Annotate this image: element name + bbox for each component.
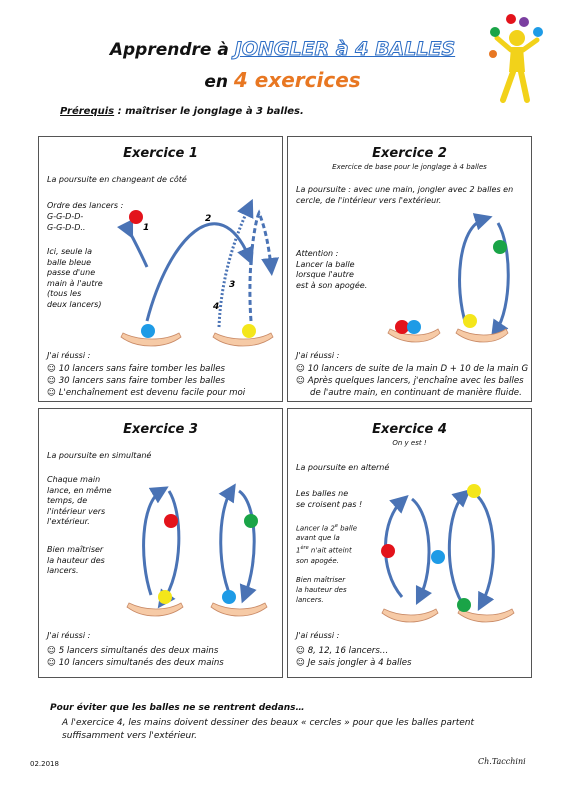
exercise-1-done-label: J'ai réussi :	[47, 351, 91, 360]
ball-red	[129, 210, 143, 224]
ball-red	[381, 544, 395, 558]
exercise-4-done-label: J'ai réussi :	[296, 631, 340, 640]
exercise-4-note-2: Lancer la 2e balle avant que la 1ère n'a…	[296, 523, 358, 565]
arrow-2	[145, 222, 254, 322]
exercise-2-box: Exercice 2 Exercice de base pour le jong…	[287, 136, 532, 402]
prerequisite: Prérequis : maîtriser le jonglage à 3 ba…	[60, 106, 304, 117]
order-label: Ordre des lancers :	[47, 201, 124, 210]
ball-blue	[222, 590, 236, 604]
exercise-2-illustration	[387, 213, 510, 343]
page-subtitle: en 4 exercices	[204, 68, 361, 92]
order-line-2: G-G-D-D..	[47, 223, 86, 232]
exercise-2-checklist: ☺ 10 lancers de suite de la main D + 10 …	[296, 364, 529, 398]
juggler-figure-icon	[489, 14, 543, 103]
arrow-4	[217, 198, 254, 328]
ball-yellow	[467, 484, 481, 498]
exercise-1-desc: La poursuite en changeant de côté	[47, 175, 187, 184]
page-title: Apprendre à JONGLER à 4 BALLES	[109, 38, 456, 61]
exercise-2-done-label: J'ai réussi :	[296, 351, 340, 360]
exercise-4-illustration	[381, 484, 515, 623]
hand-right	[455, 328, 509, 343]
exercise-4-desc: La poursuite en alterné	[296, 463, 390, 472]
arrow-down	[491, 222, 510, 339]
number-4: 4	[212, 302, 219, 312]
ball-yellow	[242, 324, 256, 338]
ball-yellow	[463, 314, 477, 328]
exercise-3-desc: La poursuite en simultané	[47, 451, 152, 460]
ball-red	[395, 320, 409, 334]
number-1: 1	[143, 223, 149, 233]
hand-right	[212, 332, 274, 347]
arrow-1	[116, 218, 149, 268]
arrow-3	[248, 209, 280, 322]
exercise-4-title: Exercice 4	[372, 422, 447, 437]
title-highlight: JONGLER à 4 BALLES	[234, 38, 456, 61]
exercise-1-title: Exercice 1	[123, 146, 198, 161]
footer-text: A l'exercice 4, les mains doivent dessin…	[62, 718, 475, 741]
arrow-up	[458, 213, 493, 326]
exercise-3-title: Exercice 3	[123, 422, 198, 437]
exercise-1-checklist: ☺ 10 lancers sans faire tomber les balle…	[47, 364, 246, 398]
ball-blue	[431, 550, 445, 564]
exercise-1-illustration: 1 2 3 4	[116, 198, 280, 347]
exercise-4-subtitle: On y est !	[392, 439, 427, 447]
exercise-3-box: Exercice 3 La poursuite en simultané Cha…	[38, 408, 283, 678]
number-3: 3	[229, 280, 235, 290]
exercise-4-box: Exercice 4 On y est ! La poursuite en al…	[287, 408, 532, 678]
exercise-2-subtitle: Exercice de base pour le jonglage à 4 ba…	[332, 163, 487, 171]
ball-green	[493, 240, 507, 254]
hand-left	[120, 332, 182, 347]
exercise-3-illustration	[126, 483, 268, 617]
ball-green	[457, 598, 471, 612]
ball-red	[164, 514, 178, 528]
ball-yellow	[158, 590, 172, 604]
date: 02.2018	[30, 760, 59, 768]
footer-heading: Pour éviter que les balles ne se rentren…	[50, 703, 305, 713]
number-2: 2	[205, 214, 211, 224]
ball-green	[244, 514, 258, 528]
exercise-3-checklist: ☺ 5 lancers simultanés des deux mains☺ 1…	[47, 646, 224, 668]
order-line-1: G-G-D-D-	[47, 212, 84, 221]
ball-blue	[141, 324, 155, 338]
exercise-1-box: Exercice 1 La poursuite en changeant de …	[38, 136, 283, 402]
ball-blue	[407, 320, 421, 334]
exercise-2-title: Exercice 2	[372, 146, 447, 161]
signature: Ch.Tacchini	[478, 757, 526, 766]
exercise-2-desc-2: cercle, de l'intérieur vers l'extérieur.	[296, 196, 442, 205]
exercise-3-done-label: J'ai réussi :	[47, 631, 91, 640]
exercise-2-desc-1: La poursuite : avec une main, jongler av…	[296, 185, 514, 194]
exercise-4-checklist: ☺ 8, 12, 16 lancers…☺ Je sais jongler à …	[296, 646, 412, 668]
